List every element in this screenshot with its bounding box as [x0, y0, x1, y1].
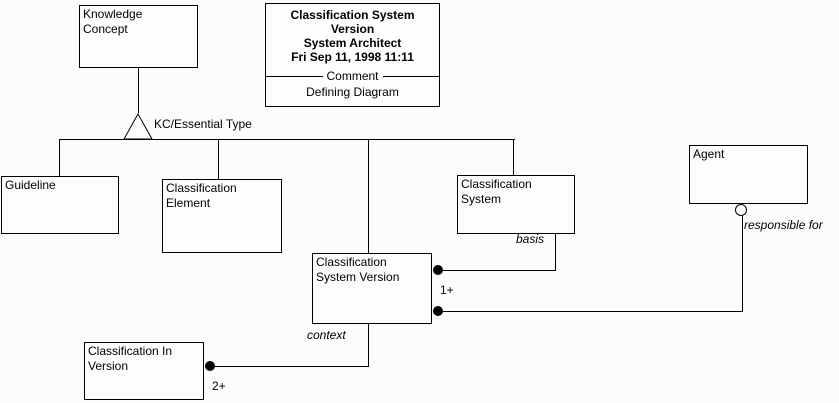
generalization-bus-line	[59, 139, 515, 140]
multiplicity-one-plus-label: 1+	[440, 283, 454, 297]
basis-connector-horizontal	[443, 270, 556, 271]
responsible-for-anchor-dot	[433, 306, 443, 316]
diagram-title: Classification System Version	[290, 8, 415, 36]
connector-bus-to-classification-system-version	[368, 140, 369, 253]
context-connector-vertical	[368, 324, 369, 367]
comment-separator: Comment	[266, 69, 440, 83]
node-classification-system[interactable]: Classification System	[457, 175, 575, 234]
responsible-for-connector-horizontal	[443, 311, 743, 312]
connector-bus-to-guideline	[59, 140, 60, 176]
connector-kc-to-triangle	[138, 67, 139, 113]
separator-rule-left	[266, 75, 323, 77]
diagram-title-block: Classification System Version System Arc…	[265, 3, 440, 107]
multiplicity-two-plus-label: 2+	[212, 379, 226, 393]
agent-open-circle-icon	[735, 204, 747, 216]
node-knowledge-concept[interactable]: Knowledge Concept	[79, 5, 198, 68]
node-classification-in-version[interactable]: Classification In Version	[84, 342, 204, 400]
context-label: context	[307, 328, 346, 342]
node-guideline[interactable]: Guideline	[1, 176, 119, 234]
basis-label: basis	[516, 232, 545, 246]
node-classification-system-version[interactable]: Classification System Version	[312, 253, 432, 324]
diagram-subtitle: Defining Diagram	[306, 85, 399, 99]
tool-name: System Architect	[303, 36, 402, 50]
generalization-label: KC/Essential Type	[154, 117, 252, 131]
basis-anchor-dot	[433, 265, 443, 275]
generalization-triangle-icon	[123, 112, 153, 140]
responsible-for-label: responsible for	[744, 218, 823, 232]
comment-label: Comment	[326, 69, 379, 83]
node-classification-element[interactable]: Classification Element	[162, 179, 282, 253]
title-block-header: Classification System Version System Arc…	[266, 4, 439, 64]
diagram-timestamp: Fri Sep 11, 1998 11:11	[291, 50, 414, 64]
node-agent[interactable]: Agent	[689, 145, 808, 204]
basis-connector-vertical	[555, 234, 556, 271]
responsible-for-connector-vertical	[742, 216, 743, 312]
connector-bus-to-classification-element	[218, 140, 219, 179]
context-connector-horizontal	[215, 366, 369, 367]
context-anchor-dot	[205, 361, 215, 371]
connector-bus-to-classification-system	[513, 140, 514, 175]
separator-rule-right	[382, 75, 440, 77]
